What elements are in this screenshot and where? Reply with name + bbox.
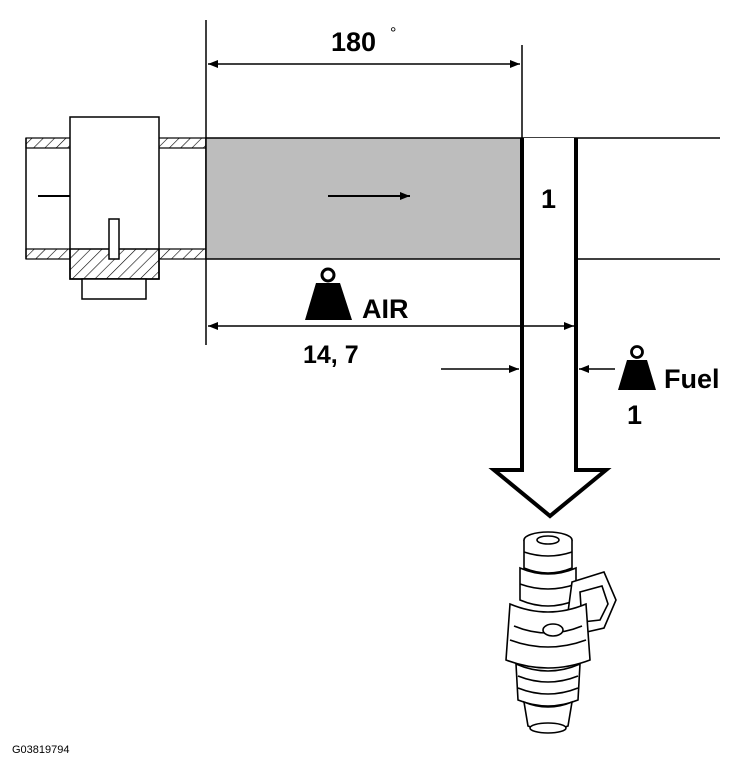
air-charge-region [205, 137, 523, 260]
weight-icon [618, 345, 656, 390]
weight-icon [305, 267, 352, 320]
fuel-mass-group: Fuel 1 [441, 345, 720, 430]
angle-degree-symbol: ° [390, 25, 396, 42]
figure-code-label: G03819794 [12, 744, 70, 756]
air-mass-group: AIR 14, 7 [208, 267, 574, 369]
air-label: AIR [362, 294, 409, 324]
angle-dimension: 180 ° [208, 25, 523, 138]
air-charge [205, 137, 523, 260]
throttle-body [69, 116, 160, 300]
throttle-sensor-cap [81, 278, 147, 300]
cylinder-number-label: 1 [541, 184, 556, 214]
angle-label: 180 [331, 27, 376, 57]
throttle-shaft [108, 218, 120, 260]
air-ratio-label: 14, 7 [303, 341, 359, 369]
fuel-injector-icon [505, 531, 617, 734]
fuel-ratio-label: 1 [627, 400, 642, 430]
fuel-label: Fuel [664, 364, 720, 394]
